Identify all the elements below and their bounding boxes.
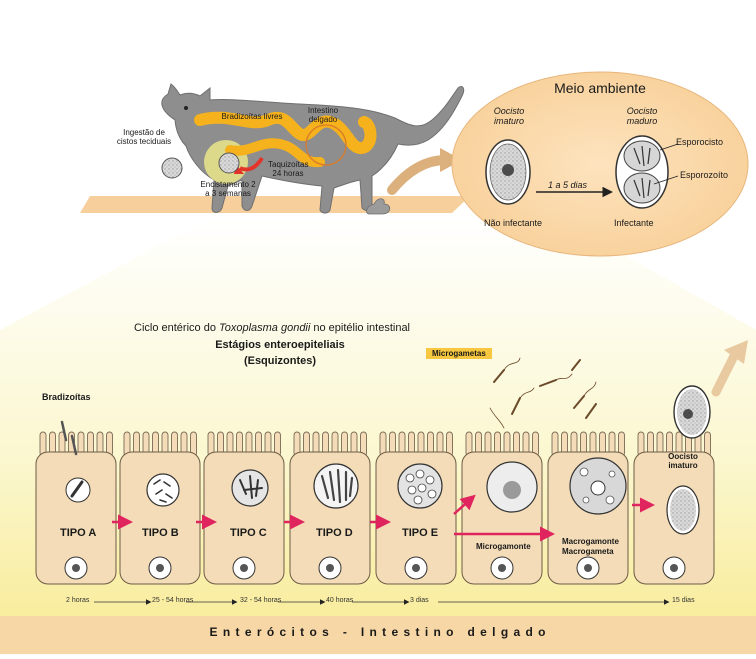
small-intestine-label: Intestino delgado <box>307 106 339 125</box>
bradyzoites-label: Bradizoítas <box>42 392 91 402</box>
feces <box>366 198 391 215</box>
intestine-loop <box>305 124 347 166</box>
macrogamete-label: Macrogameta <box>562 547 614 556</box>
encysted-cyst <box>218 152 240 174</box>
time-b: 25 - 54 horas <box>152 597 194 604</box>
stage-d-content <box>313 463 359 509</box>
stage-a-content <box>65 477 91 503</box>
macrogamont-content <box>569 457 627 515</box>
cycle-subtitle: Estágios enteroepiteliais <box>215 339 345 351</box>
microgamont-content <box>486 461 538 513</box>
environment-panel <box>451 71 749 257</box>
microgametes-label: Microgametas <box>426 348 492 360</box>
macrogamont-label: Macrogamonte <box>562 537 619 546</box>
footer-title: E n t e r ó c i t o s - I n t e s t i n … <box>209 625 547 639</box>
duration-label: 1 a 5 dias <box>548 180 588 190</box>
stage-e-content <box>397 463 443 509</box>
arrow-to-environment <box>387 155 451 195</box>
ground-band <box>80 196 470 213</box>
nucleolus <box>412 564 420 572</box>
stage-c-label: TIPO C <box>230 527 267 539</box>
arrow-e-microgamont <box>453 494 476 515</box>
entering-bradyzoites <box>60 420 78 456</box>
time-e: 3 dias <box>410 597 429 604</box>
free-bradyzoites-label: Bradizoítas livres <box>221 112 283 121</box>
mature-oocyst-label: Oocisto maduro <box>626 106 658 127</box>
nucleolus <box>240 564 248 572</box>
nucleolus <box>72 564 80 572</box>
cycle-title-prefix: Ciclo entérico do <box>134 322 219 334</box>
time-d: 40 horas <box>326 597 354 604</box>
cycle-title-suffix: no epitélio intestinal <box>310 322 411 334</box>
time-a: 2 horas <box>66 597 90 604</box>
sporozoite-label: Esporozoíto <box>680 170 729 180</box>
cycle-subtitle2: (Esquizontes) <box>243 355 317 367</box>
cycle-title-species: Toxoplasma gondii <box>219 322 311 334</box>
nucleolus <box>326 564 334 572</box>
stage-e-label: TIPO E <box>402 527 439 539</box>
nucleolus <box>670 564 678 572</box>
stage-b-label: TIPO B <box>142 527 179 539</box>
stage-arrows <box>112 494 655 542</box>
stage-b-content <box>146 473 180 507</box>
encystment-label: Encistamento 2 a 3 semanas <box>200 180 256 199</box>
infective-label: Infectante <box>614 218 654 228</box>
footer-band <box>0 616 756 654</box>
not-infective-label: Não infectante <box>484 218 543 228</box>
tachyzoite-arrow <box>239 156 264 172</box>
microgametes <box>489 357 597 429</box>
microgamont-label: Microgamonte <box>476 542 531 551</box>
sporocyst-label: Esporocisto <box>676 137 724 147</box>
tissue-cyst <box>161 157 183 179</box>
time-final: 15 dias <box>672 597 695 604</box>
release-arrow <box>711 347 741 397</box>
nucleolus <box>156 564 164 572</box>
stage-a-label: TIPO A <box>60 527 97 539</box>
stage-c-content <box>231 469 269 507</box>
tachyzoites-label: Taquizoítas 24 horas <box>268 160 309 179</box>
stage-d-label: TIPO D <box>316 527 353 539</box>
cycle-title: Ciclo entérico do Toxoplasma gondii no e… <box>134 322 410 335</box>
ingestion-label: Ingestão de cistos teciduais <box>116 128 172 147</box>
time-c: 32 - 54 horas <box>240 597 282 604</box>
nucleolus <box>498 564 506 572</box>
environment-title: Meio ambiente <box>554 80 646 96</box>
immature-oocyst-label: Oocisto imaturo <box>493 106 525 127</box>
oocyst-immature-label: Oocisto imaturo <box>668 452 698 471</box>
nucleolus <box>584 564 592 572</box>
small-intestine-lower <box>225 138 325 168</box>
oocyst-in-cell <box>666 485 700 535</box>
